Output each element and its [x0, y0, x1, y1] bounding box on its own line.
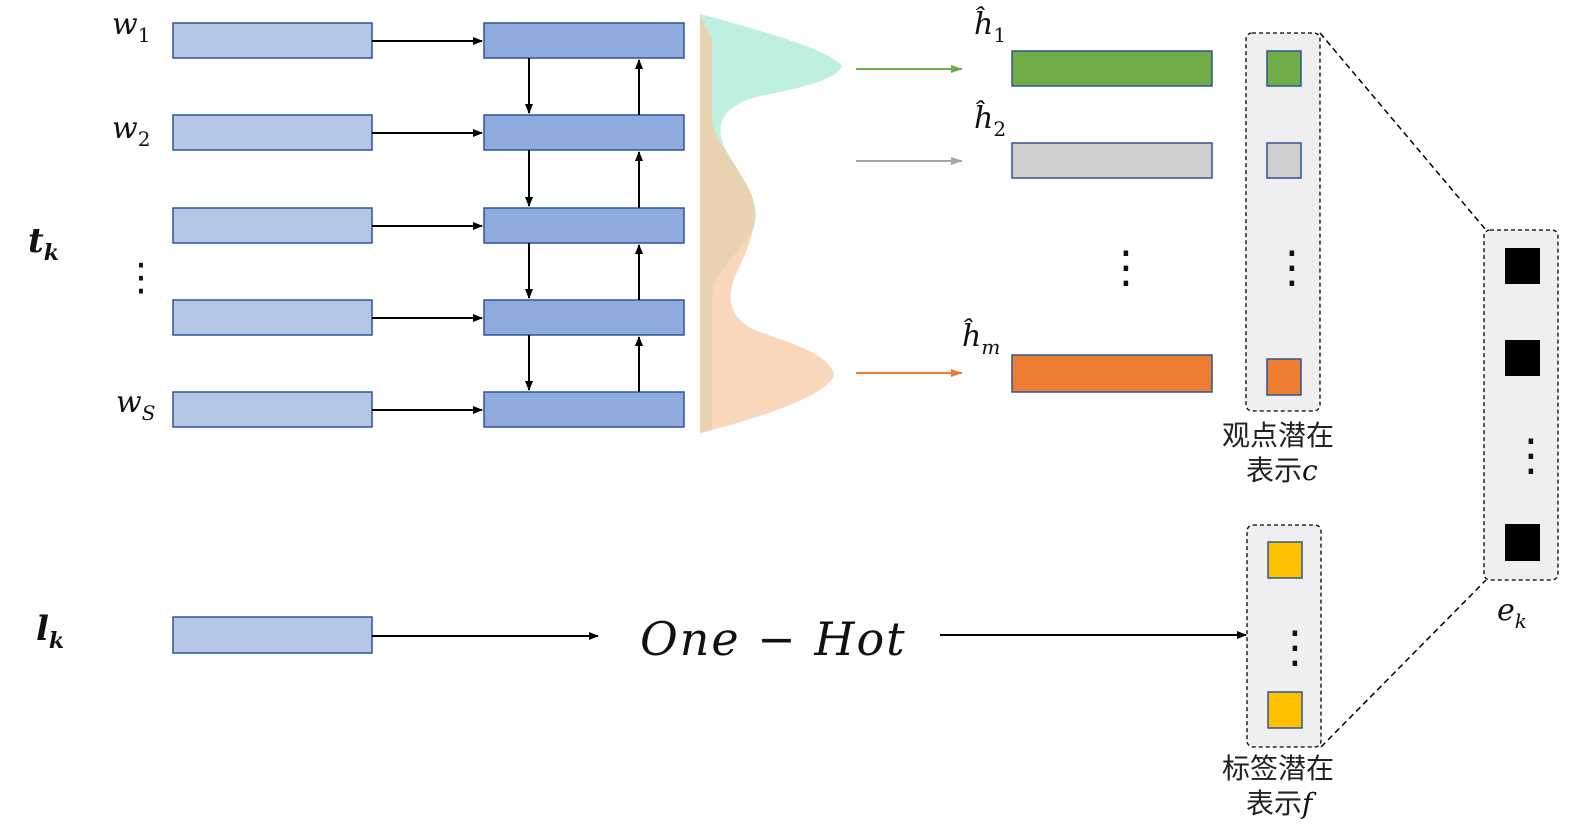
word-label-ws-base: w [116, 385, 142, 420]
connector-dashed [1320, 579, 1487, 748]
t-k-label: tk [28, 221, 59, 266]
label-square-yellow [1267, 541, 1303, 579]
h-hat-label-m: ĥm [962, 318, 1000, 359]
hidden-box [483, 207, 685, 244]
word-label-ws-sub: S [142, 401, 156, 425]
label-latent-caption-line2: 表示f [1246, 787, 1317, 820]
vertical-ellipsis-icon: ⋮ [1509, 430, 1553, 481]
e-k-square [1505, 340, 1540, 376]
word-label-w2: w2 [112, 111, 150, 151]
e-k-panel [1483, 229, 1559, 581]
h-hat-label-2-base: ĥ [974, 100, 993, 136]
input-to-hidden-arrows [372, 37, 483, 414]
h-hat-vector-1 [1011, 50, 1213, 87]
word-label-w1-sub: 1 [138, 23, 151, 47]
opinion-square-green [1266, 50, 1302, 87]
hidden-box [483, 391, 685, 428]
vertical-ellipsis-icon: ⋮ [1273, 622, 1317, 673]
vertical-ellipsis-icon: ⋮ [1104, 242, 1148, 293]
e-k-square [1505, 524, 1540, 561]
input-box [172, 114, 373, 151]
t-k-sub: k [44, 240, 59, 266]
e-k-base: e [1497, 593, 1515, 628]
h-hat-label-1: ĥ1 [974, 6, 1006, 47]
h-hat-label-1-sub: 1 [993, 23, 1006, 47]
h-hat-label-1-base: ĥ [974, 6, 993, 42]
label-latent-caption-line1: 标签潜在 [1222, 752, 1334, 785]
input-box [172, 22, 373, 59]
opinion-latent-caption-text: 表示 [1246, 454, 1302, 487]
opinion-latent-panel [1245, 32, 1321, 412]
label-square-yellow [1267, 691, 1303, 729]
attention-wave-peach [700, 14, 834, 433]
hidden-box [483, 299, 685, 336]
word-label-w2-sub: 2 [138, 127, 151, 151]
opinion-latent-symbol: c [1302, 454, 1318, 487]
h-hat-vector-2 [1011, 142, 1213, 179]
l-k-label: lk [36, 609, 64, 654]
opinion-square-gray [1266, 142, 1302, 179]
opinion-latent-caption-line2: 表示c [1246, 454, 1318, 487]
input-box [172, 299, 373, 336]
h-hat-label-2: ĥ2 [974, 100, 1006, 141]
hidden-boxes [483, 22, 685, 428]
input-box [172, 391, 373, 428]
input-boxes [172, 22, 373, 428]
label-latent-caption-text: 表示 [1246, 787, 1302, 820]
label-input-box [172, 616, 373, 654]
connector-dashed [1319, 32, 1487, 231]
hidden-box [483, 22, 685, 59]
h-hat-label-m-base: ĥ [962, 318, 981, 354]
word-label-w1-base: w [112, 7, 138, 42]
e-k-label: ek [1497, 593, 1527, 633]
word-label-w2-base: w [112, 111, 138, 146]
t-k-base: t [28, 221, 44, 261]
one-hot-label: One − Hot [640, 612, 907, 666]
word-label-ws: wS [116, 385, 155, 425]
word-label-w1: w1 [112, 7, 150, 47]
h-hat-vector-m [1011, 354, 1213, 393]
l-k-sub: k [49, 628, 64, 654]
opinion-square-orange [1266, 358, 1302, 396]
h-hat-label-m-sub: m [981, 335, 1000, 359]
l-k-base: l [36, 609, 49, 649]
label-latent-symbol: f [1300, 787, 1317, 820]
e-k-square [1505, 248, 1540, 284]
vertical-ellipsis-icon: ⋮ [1270, 242, 1314, 293]
hidden-box [483, 114, 685, 151]
opinion-latent-caption-line1: 观点潜在 [1222, 419, 1334, 452]
word-label-ellipsis: ⋮ [122, 255, 160, 299]
h-hat-label-2-sub: 2 [993, 117, 1006, 141]
input-box [172, 207, 373, 244]
recurrent-arrows [525, 58, 643, 392]
e-k-sub: k [1515, 609, 1527, 633]
